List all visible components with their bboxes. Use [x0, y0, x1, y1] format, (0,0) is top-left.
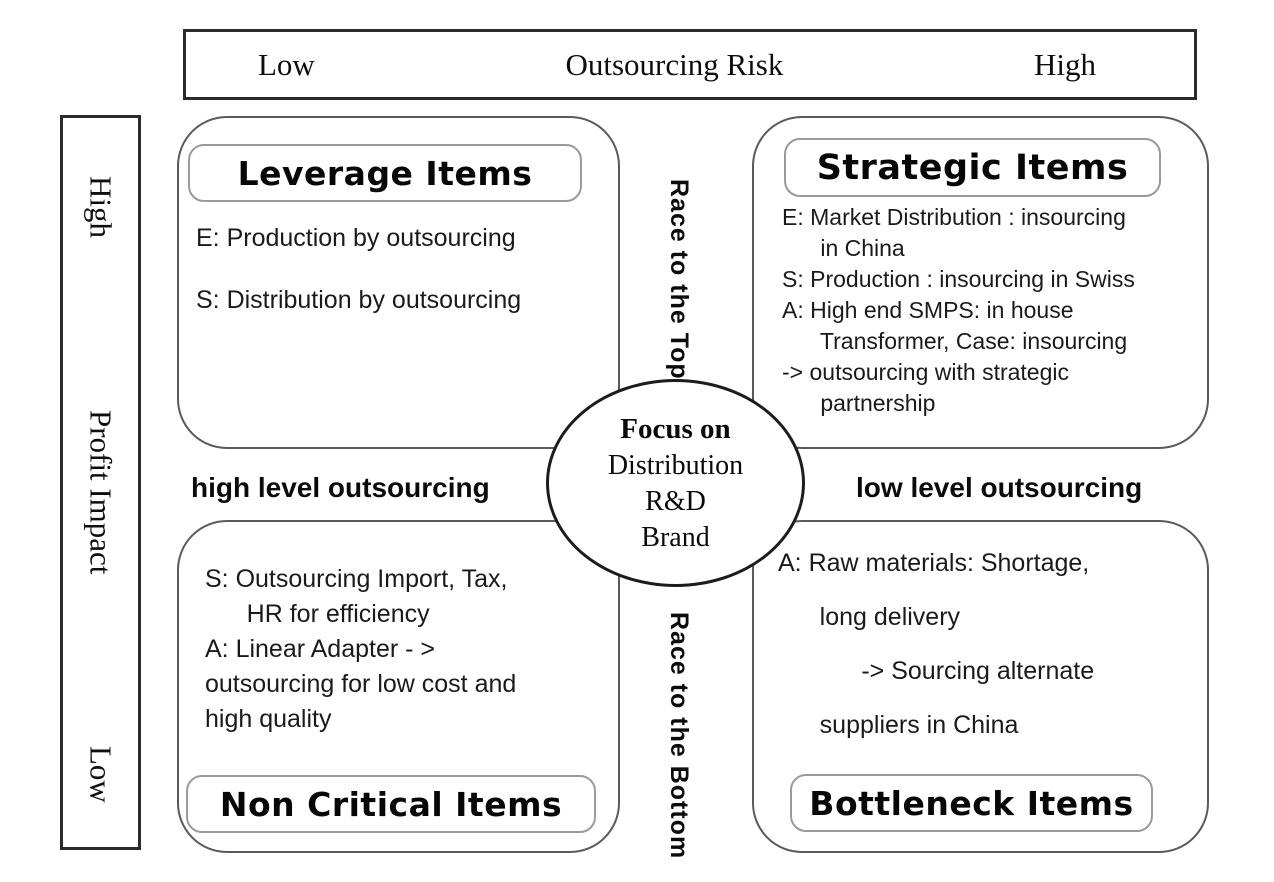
non-critical-items-title: Non Critical Items: [219, 784, 563, 824]
low-level-outsourcing-label: low level outsourcing: [856, 472, 1143, 503]
quadrant-strategic-items: Strategic Items E: Market Distribution :…: [752, 116, 1209, 449]
bottleneck-items-body-text: A: Raw materials: Shortage, long deliver…: [778, 549, 1095, 739]
focus-ellipse: Focus on Distribution R&D Brand: [546, 379, 805, 587]
profit-impact-axis-bar: High Profit Impact Low: [60, 115, 141, 850]
race-to-the-bottom-label: Race to the Bottom: [665, 612, 693, 860]
strategic-items-body-text: E: Market Distribution : insourcing in C…: [782, 204, 1135, 416]
quadrant-bottleneck-items: A: Raw materials: Shortage, long deliver…: [752, 520, 1209, 853]
focus-ellipse-heading: Focus on: [620, 412, 731, 445]
profit-impact-low-label: Low: [83, 746, 119, 803]
leverage-items-title-box: Leverage Items: [188, 144, 582, 202]
strategic-items-title: Strategic Items: [816, 147, 1129, 188]
outsourcing-risk-axis-bar: Low Outsourcing Risk High: [183, 29, 1197, 100]
quadrant-leverage-items: Leverage Items E: Production by outsourc…: [177, 116, 620, 449]
profit-impact-axis-title: Profit Impact: [83, 409, 119, 575]
quadrant-non-critical-items: S: Outsourcing Import, Tax, HR for effic…: [177, 520, 620, 853]
high-level-outsourcing-label: high level outsourcing: [191, 472, 490, 503]
outsourcing-risk-high-label: High: [1033, 46, 1096, 82]
bottleneck-items-title: Bottleneck Items: [809, 783, 1134, 823]
focus-ellipse-items: Distribution R&D Brand: [607, 449, 744, 553]
race-to-the-top-label: Race to the Top: [665, 179, 693, 380]
leverage-items-body-text: E: Production by outsourcing S: Distribu…: [196, 224, 522, 314]
bottleneck-items-title-box: Bottleneck Items: [790, 774, 1153, 832]
strategic-items-title-box: Strategic Items: [784, 138, 1161, 197]
non-critical-items-title-box: Non Critical Items: [186, 775, 596, 833]
outsourcing-risk-axis-title: Outsourcing Risk: [565, 46, 784, 82]
outsourcing-risk-low-label: Low: [258, 46, 315, 82]
leverage-items-title: Leverage Items: [237, 153, 533, 193]
profit-impact-high-label: High: [83, 176, 119, 238]
non-critical-items-body-text: S: Outsourcing Import, Tax, HR for effic…: [205, 565, 517, 733]
